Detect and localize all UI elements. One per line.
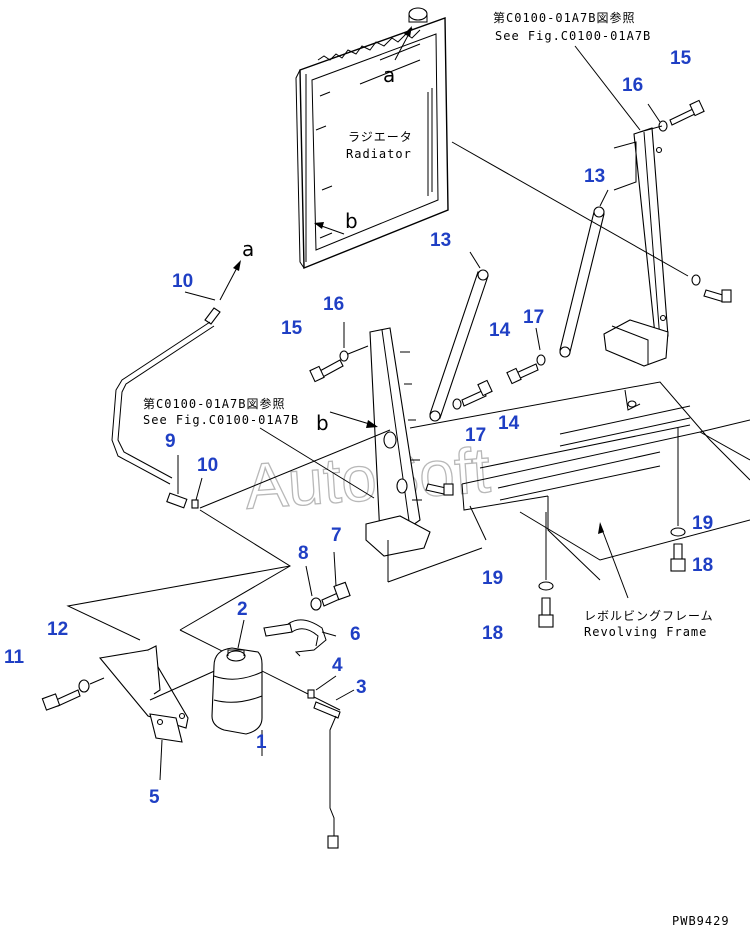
radiator-letter-a: a bbox=[383, 63, 395, 87]
callout-18-lower: 18 bbox=[482, 623, 503, 644]
callout-15-right: 15 bbox=[670, 48, 692, 69]
reservoir-tank-1 bbox=[211, 647, 263, 735]
bolt-14-lower bbox=[452, 379, 493, 410]
bolt-18-right bbox=[670, 543, 686, 572]
clamp-6 bbox=[263, 619, 327, 657]
ref-note-mid-jp: 第C0100-01A7B図参照 bbox=[143, 396, 285, 411]
callout-5: 5 bbox=[149, 787, 160, 808]
callout-7: 7 bbox=[331, 525, 342, 546]
bolt-15-right bbox=[639, 99, 705, 133]
callout-3: 3 bbox=[356, 677, 367, 698]
hose-letter-a: a bbox=[242, 237, 254, 261]
radiator-letter-b: b bbox=[345, 209, 358, 233]
bracket-5 bbox=[98, 645, 231, 743]
bolt-14-center bbox=[506, 354, 546, 385]
ref-note-mid-en: See Fig.C0100-01A7B bbox=[143, 413, 299, 427]
washer-8 bbox=[310, 597, 322, 611]
callout-19-right: 19 bbox=[692, 513, 713, 534]
callout-2: 2 bbox=[237, 599, 248, 620]
radiator-arrow-b bbox=[314, 222, 345, 235]
callout-14-lower: 14 bbox=[498, 413, 520, 434]
arrow-a-hose bbox=[219, 260, 241, 301]
radiator-label-jp: ラジエータ bbox=[348, 130, 413, 144]
fitting-9 bbox=[166, 492, 199, 509]
bolt-7 bbox=[321, 581, 351, 607]
bolt-15-left bbox=[309, 345, 369, 383]
callout-8: 8 bbox=[298, 543, 309, 564]
callout-10-upper: 10 bbox=[172, 271, 193, 292]
figure-code: PWB9429 bbox=[672, 914, 730, 928]
ref-note-top-jp: 第C0100-01A7B図参照 bbox=[493, 10, 635, 25]
callout-17-lower: 17 bbox=[465, 425, 486, 446]
radiator-label-en: Radiator bbox=[346, 147, 412, 161]
callout-15-left: 15 bbox=[281, 318, 303, 339]
bolt-11 bbox=[41, 689, 81, 711]
ref-note-top-en: See Fig.C0100-01A7B bbox=[495, 29, 651, 43]
callout-6: 6 bbox=[350, 624, 361, 645]
frame-label-en: Revolving Frame bbox=[584, 625, 707, 639]
callout-1: 1 bbox=[256, 732, 267, 753]
radiator-core bbox=[295, 7, 449, 270]
callout-4: 4 bbox=[332, 655, 343, 676]
callout-18-right: 18 bbox=[692, 555, 713, 576]
sensor-3 bbox=[313, 701, 341, 849]
callout-16-left: 16 bbox=[323, 294, 344, 315]
rod-13-lower bbox=[429, 269, 489, 422]
callout-11: 11 bbox=[4, 647, 25, 668]
bolt-18-upper bbox=[703, 289, 732, 303]
watermark: AutoSoft bbox=[243, 434, 493, 523]
callout-19-lower: 19 bbox=[482, 568, 503, 589]
callout-14-center: 14 bbox=[489, 320, 511, 341]
callout-12: 12 bbox=[47, 619, 68, 640]
callout-9: 9 bbox=[165, 431, 176, 452]
rod-13-upper bbox=[559, 206, 605, 358]
revolving-frame bbox=[387, 381, 750, 583]
right-stay bbox=[603, 127, 669, 367]
callout-17-center: 17 bbox=[523, 307, 544, 328]
bolt-center-small bbox=[425, 483, 454, 496]
bolt-18-lower bbox=[538, 597, 554, 628]
callout-13-upper: 13 bbox=[584, 166, 605, 187]
callout-13-lower: 13 bbox=[430, 230, 451, 251]
washer-19-lower bbox=[538, 581, 554, 591]
callout-leaders bbox=[159, 103, 661, 781]
washer-19-right bbox=[670, 527, 686, 537]
fitting-4 bbox=[307, 689, 315, 699]
middle-letter-b: b bbox=[316, 411, 329, 435]
left-stay bbox=[365, 327, 431, 557]
washer-12 bbox=[78, 679, 90, 693]
callout-16-right: 16 bbox=[622, 75, 643, 96]
radiator-arrow-a bbox=[394, 26, 413, 61]
callout-10-lower: 10 bbox=[197, 455, 218, 476]
frame-label-jp: レボルビングフレーム bbox=[584, 609, 714, 623]
